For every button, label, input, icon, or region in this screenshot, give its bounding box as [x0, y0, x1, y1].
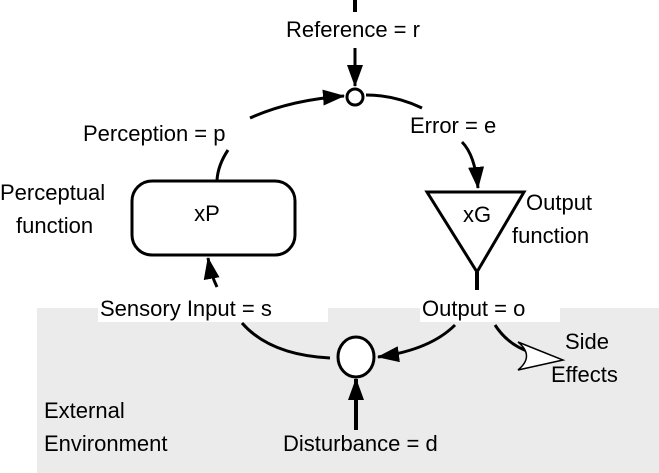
- error-arrow: [460, 140, 485, 189]
- output-function-label-2: function: [512, 223, 589, 248]
- reference-label: Reference = r: [286, 17, 420, 42]
- output-arrow: [377, 323, 457, 363]
- error-line: [365, 93, 423, 110]
- output-label: Output = o: [422, 296, 525, 321]
- side-effects-label-1: Side: [565, 329, 609, 354]
- error-label: Error = e: [410, 113, 496, 138]
- output-function-label-1: Output: [526, 190, 592, 215]
- sensory-input-label: Sensory Input = s: [100, 296, 272, 321]
- comparator-node: [345, 87, 365, 107]
- side-effects-arrow-icon: [517, 341, 566, 371]
- disturbance-label: Disturbance = d: [283, 431, 438, 456]
- sensory-input-line: [240, 322, 331, 360]
- perceptual-function-label-2: function: [16, 213, 93, 238]
- perception-label: Perception = p: [83, 121, 225, 146]
- perceptual-function-label-1: Perceptual: [0, 180, 105, 205]
- environment-label-1: External: [44, 398, 125, 423]
- perceptual-function-box: [130, 179, 297, 257]
- environment-label-2: Environment: [44, 431, 168, 456]
- perception-arrow: [249, 89, 345, 120]
- perceptual-box-label: xP: [194, 201, 220, 226]
- side-effects-label-2: Effects: [551, 362, 618, 387]
- output-function-triangle: [424, 190, 527, 275]
- perception-line: [215, 149, 230, 181]
- sensory-input-arrow: [203, 257, 220, 288]
- environment-node: [336, 335, 376, 379]
- output-box-label: xG: [463, 202, 491, 227]
